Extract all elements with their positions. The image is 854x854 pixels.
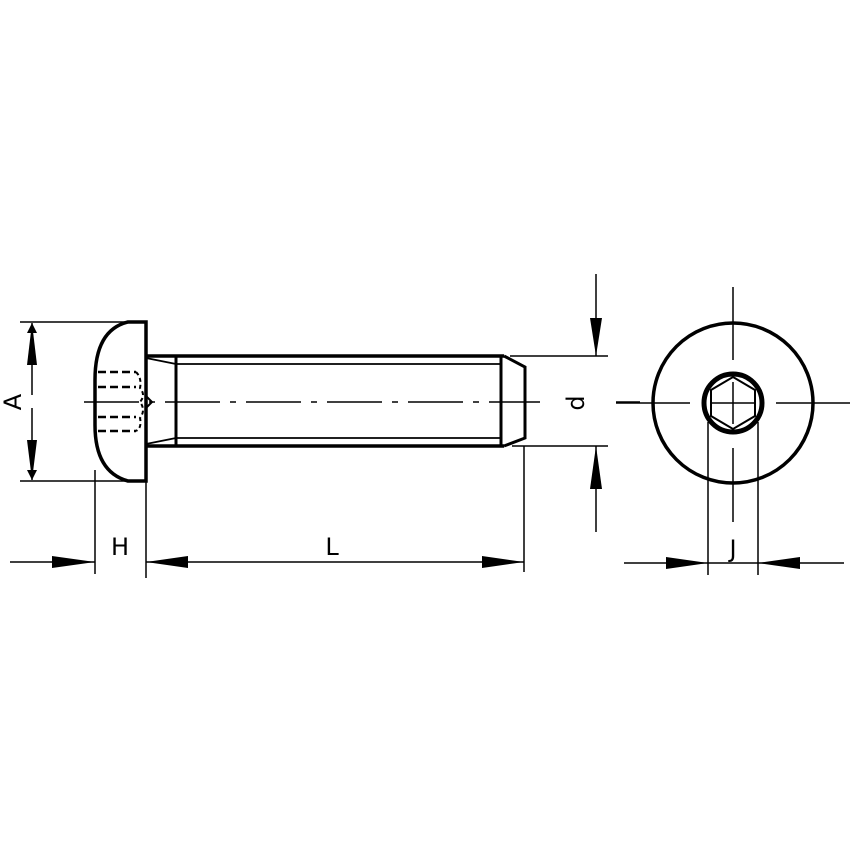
dimension-d-label: d <box>562 395 590 410</box>
socket-circle <box>701 371 765 435</box>
dimension-H-L <box>10 446 525 578</box>
side-view <box>84 320 540 483</box>
hex-socket-hidden-lines <box>98 370 136 433</box>
hex-socket-icon <box>710 375 756 431</box>
dimension-J <box>624 422 844 575</box>
dimension-J-label: J <box>727 535 736 563</box>
dimension-A-label: A <box>0 393 27 410</box>
dimension-d <box>510 274 640 532</box>
dimension-L-label: L <box>325 533 339 561</box>
screw-shank <box>145 354 527 448</box>
dimension-H-label: H <box>111 533 129 561</box>
end-view <box>616 287 850 522</box>
dimension-A <box>20 321 146 482</box>
